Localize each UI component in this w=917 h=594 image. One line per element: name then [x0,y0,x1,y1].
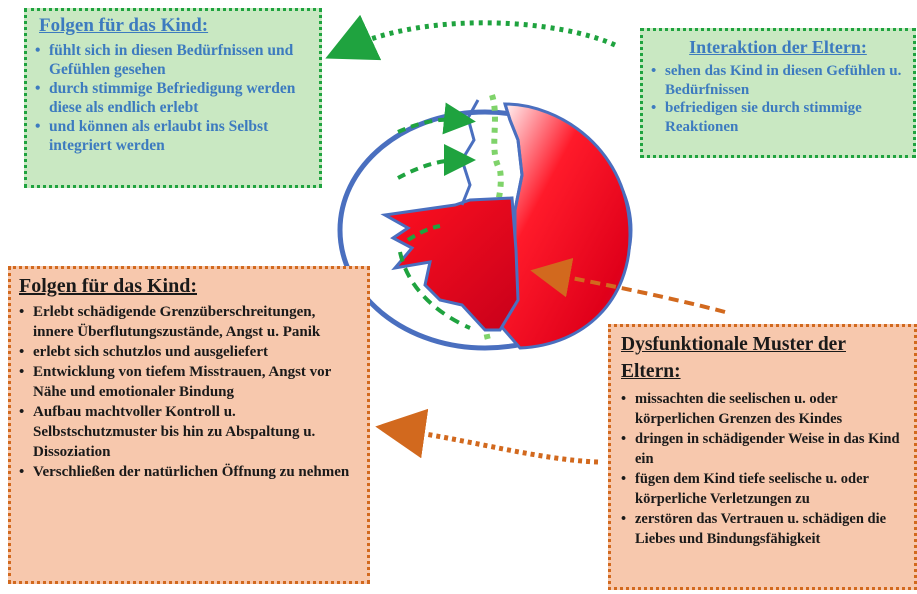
box-title: Interaktion der Eltern: [689,37,867,57]
list-item: fühlt sich in diesen Bedürfnissen und Ge… [35,41,311,79]
gap-edge-right [503,103,524,211]
inner-arrow-3 [406,224,441,242]
inner-arrow-2 [397,144,476,180]
orange-dashed-arrow [530,257,726,314]
box-title: Dysfunktionale Muster der Eltern: [621,334,846,382]
list-item: Verschließen der natürlichen Öffnung zu … [19,462,359,482]
inner-arc-dashed [398,251,471,330]
list-item: Aufbau machtvoller Kontroll u. Selbstsch… [19,402,359,462]
box-folgen-negativ: Folgen für das Kind: Erlebt schädigende … [8,266,370,584]
inner-arrow-1 [397,102,476,135]
list-item: missachten die seelischen u. oder körper… [621,389,908,429]
green-dotted-arrow [325,14,617,61]
box-folgen-positiv: Folgen für das Kind: fühlt sich in diese… [24,8,322,188]
list-item: erlebt sich schutzlos und ausgeliefert [19,342,359,362]
box-title: Folgen für das Kind: [39,15,209,36]
box-dysfunktionale-muster: Dysfunktionale Muster der Eltern: missac… [608,324,917,590]
bullet-list: Erlebt schädigende Grenzüberschreitungen… [19,302,359,482]
list-item: und können als erlaubt ins Selbst integr… [35,117,311,155]
list-item: sehen das Kind in diesen Gefühlen u. Bed… [651,62,905,99]
list-item: befriedigen sie durch stimmige Reaktione… [651,99,905,136]
bullet-list: sehen das Kind in diesen Gefühlen u. Bed… [651,62,905,136]
box-interaktion-eltern: Interaktion der Eltern: sehen das Kind i… [640,28,916,158]
list-item: dringen in schädigender Weise in das Kin… [621,429,908,469]
left-red-wound [380,196,520,332]
bullet-list: fühlt sich in diesen Bedürfnissen und Ge… [35,41,311,155]
list-item: zerstören das Vertrauen u. schädigen die… [621,509,908,549]
list-item: Erlebt schädigende Grenzüberschreitungen… [19,302,359,342]
list-item: fügen dem Kind tiefe seelische u. oder k… [621,469,908,509]
list-item: Entwicklung von tiefem Misstrauen, Angst… [19,362,359,402]
box-title: Folgen für das Kind: [19,275,197,297]
list-item: durch stimmige Befriedigung werden diese… [35,79,311,117]
orange-dotted-arrow [375,408,599,465]
bullet-list: missachten die seelischen u. oder körper… [621,389,908,549]
